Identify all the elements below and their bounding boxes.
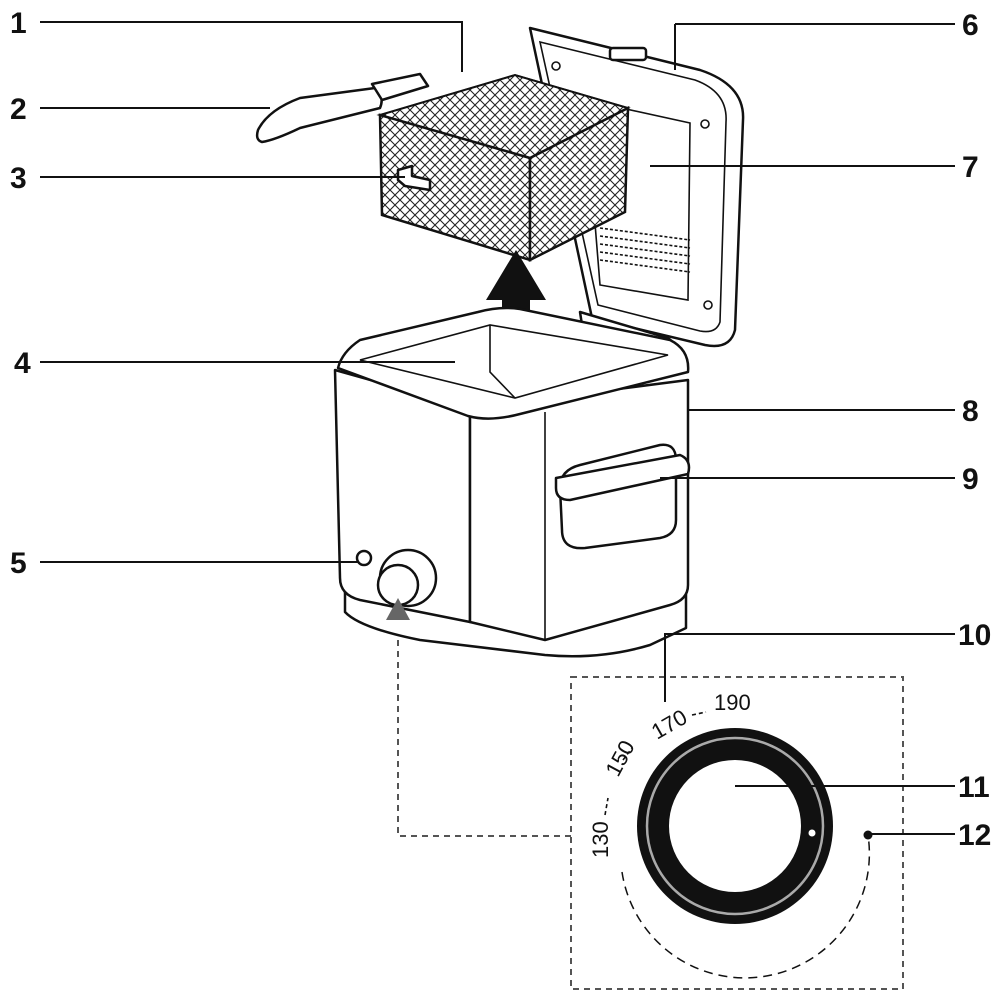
temperature-arc-end-icon	[863, 830, 873, 840]
callout-10: 10	[958, 619, 991, 652]
callout-9: 9	[962, 463, 979, 496]
temp-label-170: 170	[647, 704, 691, 744]
dial-marker-dot	[808, 829, 816, 837]
bowl-rim	[336, 306, 690, 420]
temp-label-130: 130	[588, 821, 613, 858]
fryer-body	[333, 306, 691, 658]
lid-screw	[551, 61, 561, 71]
callout-6: 6	[962, 9, 979, 42]
temperature-arc	[621, 834, 871, 979]
callout-4: 4	[14, 347, 31, 380]
thermostat-dial-center	[669, 760, 801, 892]
callout-1: 1	[10, 7, 27, 40]
basket-handle-bracket	[370, 72, 430, 102]
callout-2: 2	[10, 93, 27, 126]
detail-connector	[397, 640, 571, 837]
basket-handle	[255, 86, 383, 144]
callout-3: 3	[10, 162, 27, 195]
temp-label-190: 190	[714, 690, 751, 715]
lid-latch	[608, 46, 648, 62]
lid-screw	[703, 300, 713, 310]
callout-numbers: 1 2 3 4 5 6 7 8 9 10 11 12	[10, 7, 991, 852]
indicator-light	[355, 549, 373, 567]
lid-filter-vents	[599, 227, 691, 273]
thermostat-detail: 130 150 170 190	[397, 640, 904, 990]
frying-basket	[255, 72, 631, 263]
temp-label-150: 150	[600, 736, 639, 780]
callout-12: 12	[958, 819, 991, 852]
knob-pointer-icon	[386, 598, 410, 620]
basket-hook	[396, 164, 432, 192]
oil-bowl	[359, 324, 669, 399]
lid-screw	[700, 119, 710, 129]
leader-lines	[40, 21, 955, 835]
callout-5: 5	[10, 547, 27, 580]
callout-8: 8	[962, 395, 979, 428]
callout-11: 11	[958, 771, 990, 804]
callout-7: 7	[962, 151, 979, 184]
side-handle	[554, 453, 691, 502]
